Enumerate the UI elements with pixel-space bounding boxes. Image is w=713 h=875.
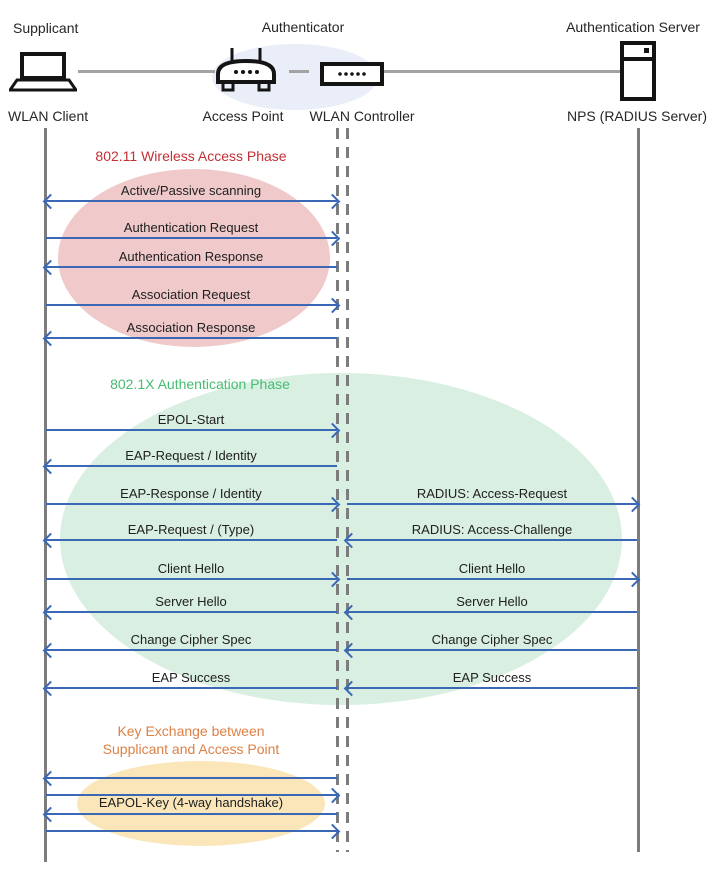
laptop-icon [7,52,79,99]
lifeline-wlan-client [44,128,47,862]
label-wlan-controller: WLAN Controller [309,108,415,124]
label-radius-access-challenge: RADIUS: Access-Challenge [411,522,573,537]
label-eapol-key: EAPOL-Key (4-way handshake) [98,795,284,810]
arrow-client-hello-left [46,578,337,580]
access-point-icon [214,47,278,98]
label-eap-request-type: EAP-Request / (Type) [127,522,255,537]
connector-client-ap [78,70,215,73]
label-eap-request-identity: EAP-Request / Identity [125,448,257,463]
lifeline-nps-server [637,128,640,852]
arrow-server-hello-left [46,611,337,613]
arrow-active-passive-scanning [46,200,337,202]
arrow-eap-success-left [46,687,337,689]
label-access-point: Access Point [202,108,284,124]
lifeline-wlan-controller-right [346,128,349,852]
arrow-eapol-key-arrow-3 [46,813,337,815]
label-authentication-request: Authentication Request [123,220,259,235]
arrow-association-response [46,337,337,339]
arrow-change-cipher-spec-left [46,649,337,651]
phase3-title: Key Exchange between Supplicant and Acce… [45,722,337,758]
label-eap-response-identity: EAP-Response / Identity [120,486,262,501]
phase3-title-line1: Key Exchange between [117,723,265,739]
lifeline-wlan-controller-left [336,128,339,852]
arrow-eap-success-right [347,687,637,689]
arrow-radius-access-challenge [347,539,637,541]
server-icon [620,41,656,106]
label-wlan-client: WLAN Client [8,108,89,124]
role-authenticator: Authenticator [261,19,345,35]
arrow-eapol-key-arrow-2 [46,794,337,796]
arrow-radius-access-request [347,503,637,505]
label-active-passive-scanning: Active/Passive scanning [120,183,262,198]
label-client-hello-left: Client Hello [157,561,225,576]
arrow-authentication-response [46,266,337,268]
arrow-epol-start [46,429,337,431]
connector-controller-server [384,70,620,73]
label-authentication-response: Authentication Response [118,249,264,264]
label-change-cipher-spec-left: Change Cipher Spec [130,632,252,647]
label-association-request: Association Request [131,287,251,302]
label-eap-success-left: EAP Success [151,670,231,685]
label-eap-success-right: EAP Success [452,670,532,685]
arrow-eap-response-identity [46,503,337,505]
role-supplicant: Supplicant [13,20,79,36]
label-nps-radius-server: NPS (RADIUS Server) [566,108,708,124]
arrow-eapol-key-arrow-1 [46,777,337,779]
label-server-hello-left: Server Hello [155,594,227,609]
arrow-change-cipher-spec-right [347,649,637,651]
label-radius-access-request: RADIUS: Access-Request [416,486,568,501]
phase1-title: 802.11 Wireless Access Phase [95,148,287,164]
arrow-eap-request-type [46,539,337,541]
label-change-cipher-spec-right: Change Cipher Spec [431,632,553,647]
connector-ap-controller [289,70,309,73]
label-epol-start: EPOL-Start [157,412,225,427]
label-association-response: Association Response [126,320,256,335]
arrow-authentication-request [46,237,337,239]
arrow-server-hello-right [347,611,637,613]
arrow-client-hello-right [347,578,637,580]
label-client-hello-right: Client Hello [458,561,526,576]
wlan-controller-icon [320,62,384,91]
arrow-association-request [46,304,337,306]
phase1-ellipse [58,169,330,347]
phase2-title: 802.1X Authentication Phase [110,376,290,392]
phase3-title-line2: Supplicant and Access Point [102,741,280,757]
label-server-hello-right: Server Hello [456,594,528,609]
role-authentication-server: Authentication Server [566,19,700,35]
arrow-eap-request-identity [46,465,337,467]
arrow-eapol-key-arrow-4 [46,830,337,832]
